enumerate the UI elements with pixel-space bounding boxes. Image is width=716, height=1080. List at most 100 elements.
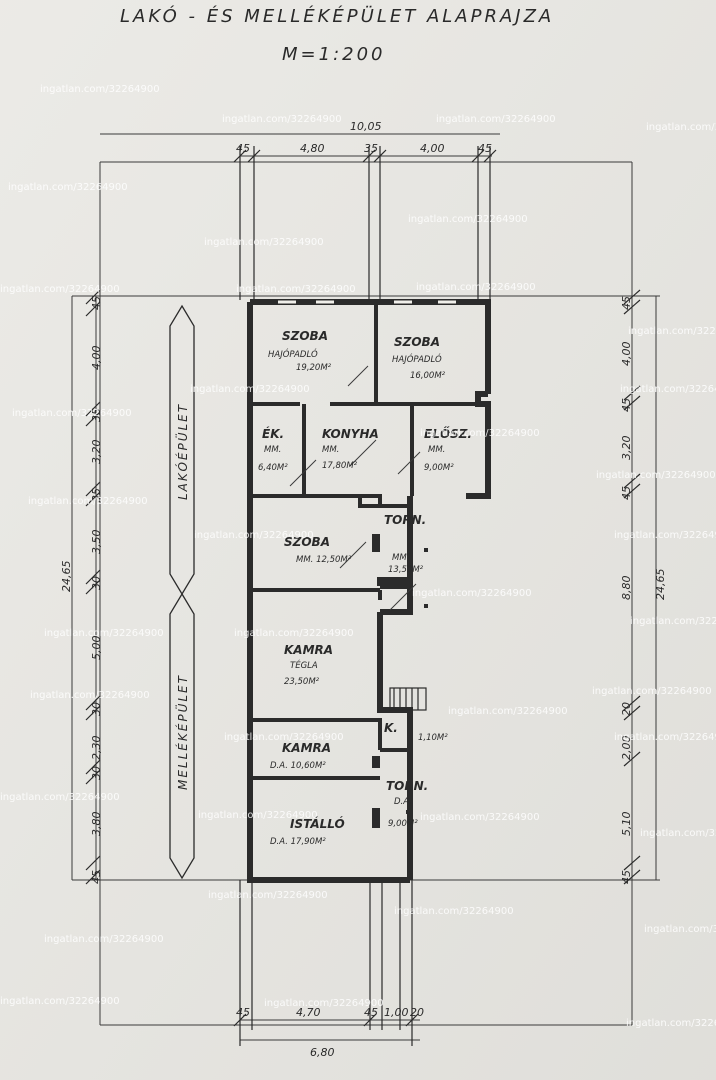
svg-text:ingatlan.com/32264900: ingatlan.com/32264900 [630,616,716,627]
svg-text:KONYHA: KONYHA [322,427,379,441]
svg-text:SZOBA: SZOBA [394,335,440,349]
svg-text:ingatlan.com/32264900: ingatlan.com/32264900 [596,470,716,481]
svg-text:ingatlan.com/32264900: ingatlan.com/32264900 [408,214,528,225]
svg-text:D.A.: D.A. [394,797,412,807]
room-szoba-1: SZOBA HAJÓPADLÓ 19,20M² [268,329,332,373]
dim-left-total: 24,65 [60,561,73,593]
svg-text:ingatlan.com/32264900: ingatlan.com/32264900 [30,690,150,701]
building-walls [247,299,491,883]
dim-left-10: 2,30 [90,736,103,761]
svg-text:ingatlan.com/32264900: ingatlan.com/32264900 [614,530,716,541]
right-dimension-chain: 24,65 45 4,00 45 3,20 45 8,80 20 2,00 5,… [620,289,667,885]
dim-left-12: 3,80 [90,812,103,837]
outbuilding-label: MELLÉKÉPÜLET [174,674,190,790]
svg-text:6,40M²: 6,40M² [258,463,288,473]
svg-text:KAMRA: KAMRA [282,741,331,755]
side-label-outbuilding: MELLÉKÉPÜLET [169,592,195,880]
svg-text:ingatlan.com/32264900: ingatlan.com/32264900 [614,732,716,743]
svg-text:SZOBA: SZOBA [284,535,330,549]
svg-text:HAJÓPADLÓ: HAJÓPADLÓ [392,353,442,365]
svg-text:9,00M²: 9,00M² [424,463,454,473]
dim-right-8: 2,00 [620,736,633,761]
room-torn-1: TORN. MM. 13,50M² [384,513,426,575]
svg-text:19,20M²: 19,20M² [296,363,332,373]
svg-text:ingatlan.com/32264900: ingatlan.com/32264900 [628,326,716,337]
dim-left-4: 3,20 [90,440,103,465]
svg-text:D.A. 10,60M²: D.A. 10,60M² [270,761,326,771]
room-istallo: ISTÁLLÓ D.A. 17,90M² [270,816,345,847]
svg-text:ingatlan.com/32264900: ingatlan.com/32264900 [626,1018,716,1029]
svg-text:ingatlan.com/32264900: ingatlan.com/32264900 [234,628,354,639]
svg-text:ingatlan.com/32264900: ingatlan.com/32264900 [198,810,318,821]
svg-text:ingatlan.com/32264900: ingatlan.com/32264900 [0,996,120,1007]
dim-right-1: 45 [620,296,633,310]
bottom-dimension-chain: 45 4,70 45 1,00 20 6,80 [233,880,424,1059]
dim-top-4: 4,00 [420,142,445,155]
svg-text:ingatlan.com/32264900: ingatlan.com/32264900 [420,812,540,823]
svg-text:ingatlan.com/32264900: ingatlan.com/32264900 [194,530,314,541]
svg-text:ingatlan.com/32264900: ingatlan.com/32264900 [8,182,128,193]
dim-bottom-1: 45 [236,1006,250,1019]
svg-text:ingatlan.com/32264900: ingatlan.com/32264900 [204,237,324,248]
room-k: K. 1,10M² [384,721,448,743]
room-kamra-2: KAMRA D.A. 10,60M² [270,741,331,771]
dim-left-11: 30 [90,766,103,780]
svg-text:ingatlan.com/32264900: ingatlan.com/32264900 [224,732,344,743]
svg-text:ÉK.: ÉK. [262,426,284,441]
svg-text:ingatlan.com/32264900: ingatlan.com/32264900 [0,792,120,803]
svg-text:ingatlan.com/32264900: ingatlan.com/32264900 [448,706,568,717]
svg-text:ingatlan.com/32264900: ingatlan.com/32264900 [236,284,356,295]
svg-text:TORN.: TORN. [384,513,426,527]
svg-text:16,00M²: 16,00M² [410,371,446,381]
svg-text:ingatlan.com/32264900: ingatlan.com/32264900 [416,282,536,293]
svg-text:ingatlan.com/32264900: ingatlan.com/32264900 [40,84,160,95]
svg-text:TORN.: TORN. [386,779,428,793]
svg-text:ingatlan.com/32264900: ingatlan.com/32264900 [28,496,148,507]
scale-text: M=1:200 [282,44,386,65]
dim-left-9: 30 [90,702,103,716]
svg-text:MM.: MM. [428,445,445,455]
svg-text:ingatlan.com/32264900: ingatlan.com/32264900 [646,122,716,133]
svg-text:ISTÁLLÓ: ISTÁLLÓ [290,816,345,831]
svg-text:ingatlan.com/32264900: ingatlan.com/32264900 [592,686,712,697]
svg-text:23,50M²: 23,50M² [284,677,320,687]
dim-right-4: 3,20 [620,436,633,461]
svg-text:ingatlan.com/32264900: ingatlan.com/32264900 [12,408,132,419]
dim-right-total: 24,65 [654,569,667,601]
dim-left-1: 45 [90,296,103,310]
dim-bottom-total: 6,80 [310,1046,335,1059]
dim-bottom-3: 45 [364,1006,378,1019]
title-text: LAKÓ - ÉS MELLÉKÉPÜLET ALAPRAJZA [120,5,554,27]
stairs [389,687,427,711]
dim-right-10: 45 [620,870,633,884]
svg-text:MM. 12,50M²: MM. 12,50M² [296,555,352,565]
dim-right-9: 5,10 [620,812,633,837]
svg-text:SZOBA: SZOBA [282,329,328,343]
room-szoba-3: SZOBA MM. 12,50M² [284,535,352,565]
dim-bottom-2: 4,70 [296,1006,321,1019]
room-torn-2: TORN. D.A. 9,00M² [386,779,428,829]
dim-top-total: 10,05 [350,120,382,133]
room-elosz: ELŐSZ. MM. 9,00M² [424,426,472,473]
dim-bottom-4: 1,00 [384,1006,409,1019]
left-dimension-chain: 24,65 45 4,00 35 3,20 35 3,50 30 5,00 30… [60,289,103,885]
room-ek: ÉK. MM. 6,40M² [258,426,288,473]
svg-text:9,00M²: 9,00M² [388,819,418,829]
drawing-title: LAKÓ - ÉS MELLÉKÉPÜLET ALAPRAJZA M=1:200 [120,5,554,65]
svg-text:ingatlan.com/32264900: ingatlan.com/32264900 [644,924,716,935]
svg-text:TÉGLA: TÉGLA [290,659,318,671]
svg-text:ingatlan.com/32264900: ingatlan.com/32264900 [264,998,384,1009]
top-dimension-chain: 10,05 45 4,80 35 4,00 45 [100,120,500,300]
dim-left-2: 4,00 [90,346,103,371]
dim-left-3: 35 [90,408,103,422]
dim-top-5: 45 [478,142,492,155]
room-konyha: KONYHA MM. 17,80M² [322,427,379,471]
svg-text:ingatlan.com/32264900: ingatlan.com/32264900 [208,890,328,901]
svg-text:ingatlan.com/32264900: ingatlan.com/32264900 [412,588,532,599]
svg-text:ingatlan.com/32264900: ingatlan.com/32264900 [0,284,120,295]
dim-bottom-5: 20 [410,1006,424,1019]
room-szoba-2: SZOBA HAJÓPADLÓ 16,00M² [392,335,446,381]
svg-text:ingatlan.com/32264900: ingatlan.com/32264900 [640,828,716,839]
svg-text:K.: K. [384,721,398,735]
